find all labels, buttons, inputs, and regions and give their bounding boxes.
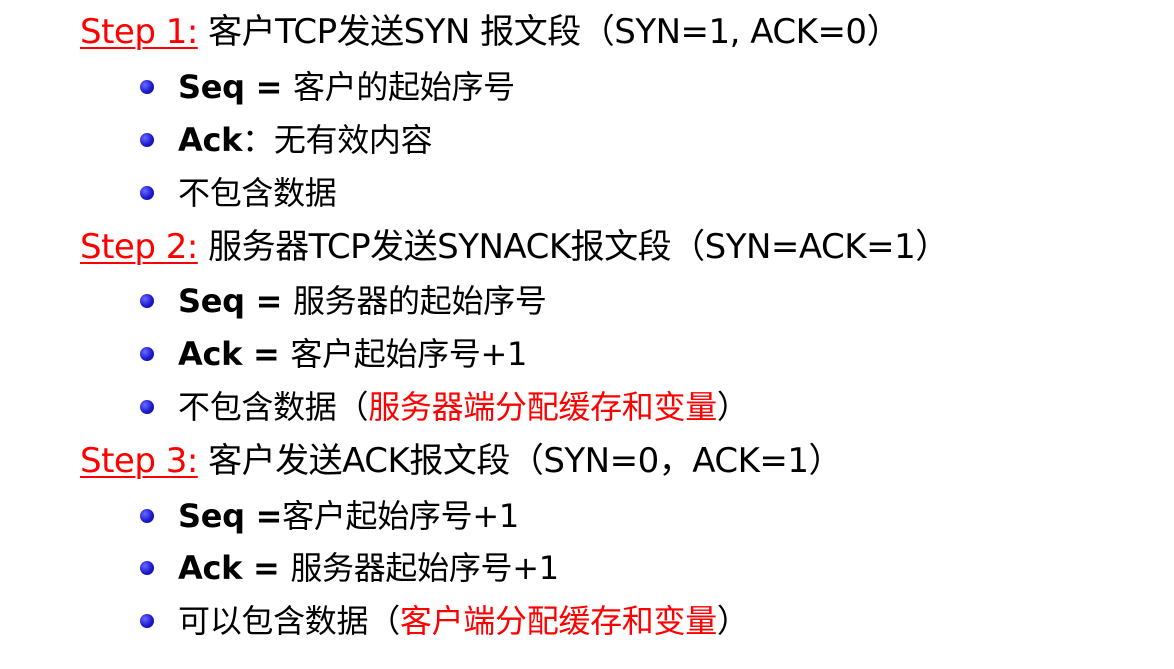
bullet-icon: [140, 509, 154, 523]
bullet-highlight: 客户端分配缓存和变量: [399, 602, 717, 640]
step-2-bullet-1: Seq = 服务器的起始序号: [140, 281, 547, 321]
bullet-icon: [140, 80, 154, 94]
step-1-bullet-2: Ack：无有效内容: [140, 120, 433, 160]
step-1-bullet-1: Seq = 客户的起始序号: [140, 67, 515, 107]
bullet-icon: [140, 614, 154, 628]
bullet-icon: [140, 347, 154, 361]
bullet-text: ：无有效内容: [242, 121, 433, 159]
bullet-tail: ）: [716, 602, 749, 640]
step-3-bullet-2: Ack = 服务器起始序号+1: [140, 548, 559, 588]
bullet-icon: [140, 561, 154, 575]
step-2-label: Step 2:: [80, 227, 198, 267]
bullet-text: 客户起始序号+1: [282, 497, 519, 535]
bullet-tail: ）: [716, 388, 749, 426]
bullet-bold: Ack: [178, 121, 243, 159]
bullet-text: 客户起始序号+1: [290, 335, 528, 373]
step-2-bullet-2: Ack = 客户起始序号+1: [140, 334, 527, 374]
bullet-text: 服务器起始序号+1: [290, 549, 559, 587]
step-3-text: 客户发送ACK报文段（SYN=0，ACK=1）: [197, 441, 843, 481]
bullet-text: 可以包含数据（: [178, 602, 400, 640]
step-1-heading: Step 1: 客户TCP发送SYN 报文段（SYN=1, ACK=0）: [80, 12, 901, 52]
step-2-bullet-3: 不包含数据（服务器端分配缓存和变量）: [140, 387, 749, 427]
step-2-text: 服务器TCP发送SYNACK报文段（SYN=ACK=1）: [197, 227, 949, 267]
bullet-text: 不包含数据（: [178, 388, 369, 426]
step-3-bullet-3: 可以包含数据（客户端分配缓存和变量）: [140, 601, 749, 641]
step-3-heading: Step 3: 客户发送ACK报文段（SYN=0，ACK=1）: [80, 441, 843, 481]
bullet-highlight: 服务器端分配缓存和变量: [368, 388, 717, 426]
bullet-text: 不包含数据: [178, 174, 337, 212]
bullet-bold: Seq =: [178, 68, 293, 106]
bullet-text: 客户的起始序号: [292, 68, 515, 106]
bullet-icon: [140, 133, 154, 147]
bullet-bold: Ack =: [178, 549, 291, 587]
bullet-icon: [140, 294, 154, 308]
bullet-bold: Seq =: [178, 282, 293, 320]
bullet-text: 服务器的起始序号: [292, 282, 547, 320]
step-2-heading: Step 2: 服务器TCP发送SYNACK报文段（SYN=ACK=1）: [80, 227, 949, 267]
step-1-bullet-3: 不包含数据: [140, 173, 337, 213]
step-1-text: 客户TCP发送SYN 报文段（SYN=1, ACK=0）: [197, 12, 901, 52]
step-3-label: Step 3:: [80, 441, 198, 481]
bullet-icon: [140, 400, 154, 414]
bullet-icon: [140, 186, 154, 200]
step-3-bullet-1: Seq =客户起始序号+1: [140, 496, 519, 536]
step-1-label: Step 1:: [80, 12, 198, 52]
bullet-bold: Ack =: [178, 335, 291, 373]
bullet-bold: Seq =: [178, 497, 283, 535]
